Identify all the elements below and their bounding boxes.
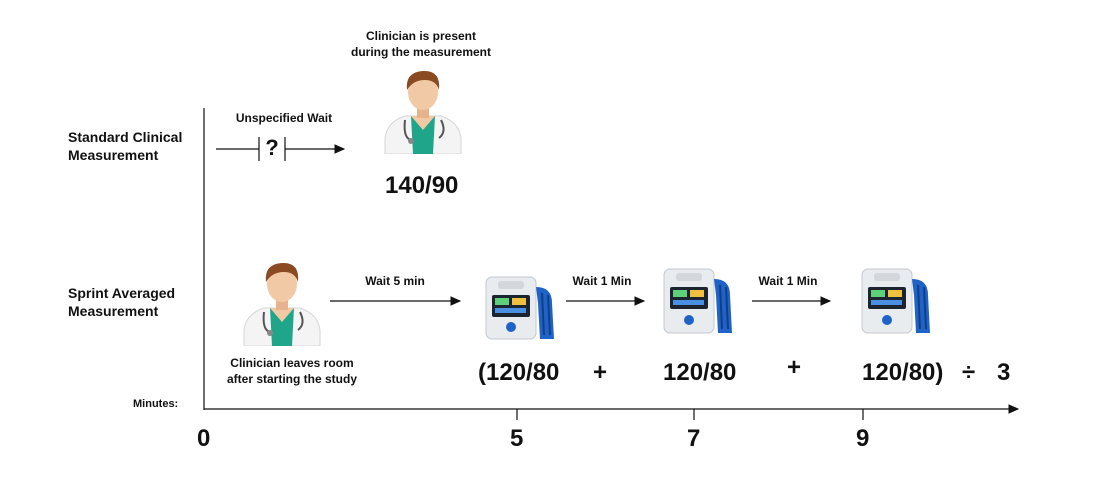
clinician-leaves-line2: after starting the study [226, 372, 358, 386]
clinician-present-line2: during the measurement [350, 45, 492, 59]
tick-label-7: 7 [687, 425, 701, 452]
unspecified-wait-gap [259, 136, 285, 162]
bp-monitor-icon [861, 268, 930, 334]
unknown-duration-symbol: ? [265, 135, 279, 160]
sprint-reading-3: 120/80) [862, 359, 944, 386]
divisor: 3 [997, 359, 1011, 386]
wait-5-label: Wait 5 min [365, 274, 425, 288]
standard-row-label: Standard Clinical Measurement [68, 128, 182, 164]
plus-sign-1: + [593, 359, 608, 386]
clinician-leaves-line1: Clinician leaves room [230, 356, 354, 370]
clinician-present-line1: Clinician is present [365, 29, 477, 43]
doctor-icon [384, 70, 462, 154]
wait-1-label-a: Wait 1 Min [572, 274, 632, 288]
standard-reading: 140/90 [385, 172, 459, 199]
sprint-row-label: Sprint Averaged Measurement [68, 284, 175, 320]
axis-label-minutes: Minutes: [133, 398, 179, 410]
sprint-reading-1: (120/80 [478, 359, 560, 386]
sprint-label-line1: Sprint Averaged [68, 285, 176, 301]
sprint-label-line2: Measurement [68, 303, 159, 319]
plus-sign-2: + [787, 354, 802, 381]
tick-label-5: 5 [510, 425, 524, 452]
tick-label-9: 9 [856, 425, 870, 452]
sprint-reading-2: 120/80 [663, 359, 737, 386]
bp-monitor-icon [663, 268, 732, 334]
clinician-leaves-note: Clinician leaves room after starting the… [212, 355, 372, 387]
bp-monitor-icon [485, 276, 554, 340]
divide-sign: ÷ [962, 359, 976, 386]
doctor-icon [243, 262, 321, 346]
standard-label-line2: Measurement [68, 147, 159, 163]
tick-label-0: 0 [197, 425, 211, 452]
standard-label-line1: Standard Clinical [68, 129, 183, 145]
unspecified-wait-label: Unspecified Wait [235, 111, 333, 125]
clinician-present-note: Clinician is present during the measurem… [340, 28, 502, 60]
wait-1-label-b: Wait 1 Min [758, 274, 818, 288]
